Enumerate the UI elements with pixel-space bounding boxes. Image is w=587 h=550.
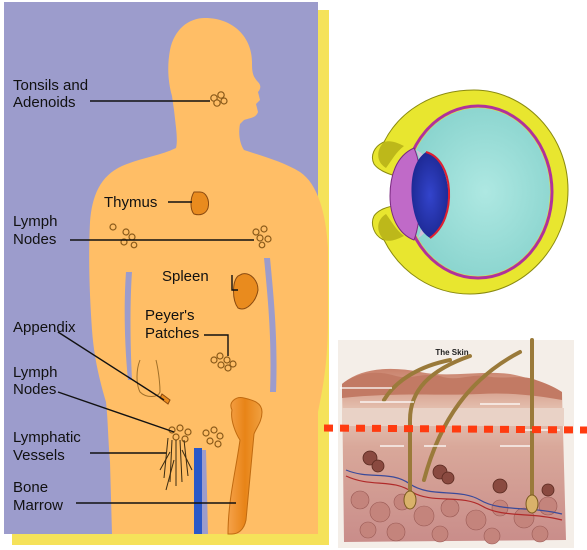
- label-lymph-nodes-lower-line1: Lymph: [13, 364, 57, 381]
- label-lymph-nodes-upper-line2: Nodes: [13, 231, 56, 248]
- label-appendix: Appendix: [13, 319, 76, 336]
- label-peyers-line2: Patches: [145, 325, 199, 342]
- lymphatic-system-panel: Tonsils and Adenoids Thymus Lymph Nodes …: [4, 2, 329, 545]
- blue-vessel: [194, 448, 202, 534]
- eye-cross-section: [372, 90, 568, 294]
- label-peyers-line1: Peyer's: [145, 307, 195, 324]
- label-spleen: Spleen: [162, 268, 209, 285]
- label-bone-marrow-line1: Bone: [13, 479, 48, 496]
- skin-title: The Skin: [435, 348, 468, 357]
- label-lymph-nodes-upper-line1: Lymph: [13, 213, 57, 230]
- label-thymus: Thymus: [104, 194, 157, 211]
- label-lymphatic-line2: Vessels: [13, 447, 65, 464]
- skin-cross-section: The Skin: [338, 340, 574, 548]
- label-lymph-nodes-lower-line2: Nodes: [13, 381, 56, 398]
- thymus-organ: [191, 192, 209, 215]
- label-tonsils-line1: Tonsils and: [13, 77, 88, 94]
- label-lymphatic-line1: Lymphatic: [13, 429, 81, 446]
- label-tonsils-line2: Adenoids: [13, 94, 76, 111]
- label-bone-marrow-line2: Marrow: [13, 497, 63, 514]
